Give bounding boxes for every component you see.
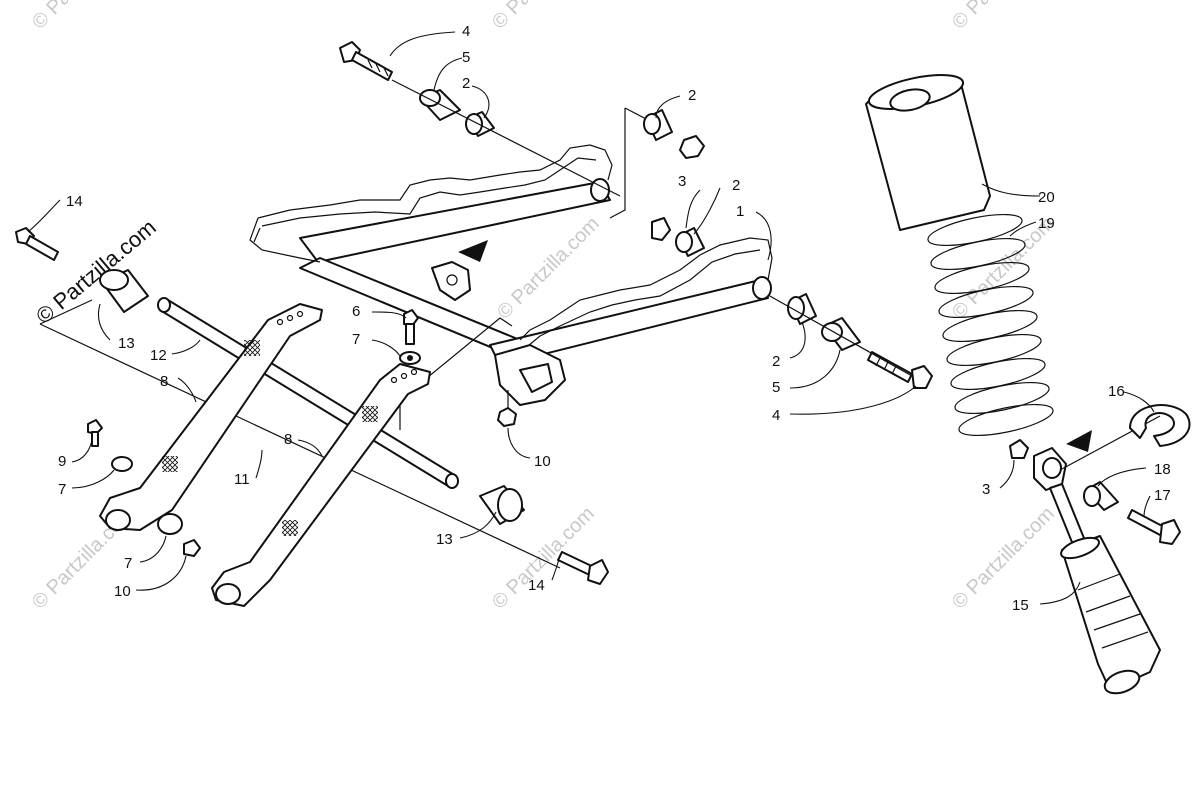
callout-10: 10 [534, 453, 551, 470]
shock-absorber [865, 74, 1191, 695]
callout-numbers: 4 5 2 2 3 2 1 2 5 4 6 7 10 14 13 12 8 8 … [58, 23, 1171, 614]
leader-lines [27, 31, 1155, 605]
a-arm-frame [249, 107, 773, 430]
callout-8: 8 [160, 373, 168, 390]
right-arm-hardware [767, 293, 933, 389]
watermark-text: © Partzilla.com [493, 213, 604, 324]
watermark-text: © Partzilla.com [948, 0, 1059, 34]
callout-15: 15 [1012, 597, 1029, 614]
callout-4: 4 [772, 407, 780, 424]
callout-2: 2 [732, 177, 740, 194]
watermark-text: © Partzilla.com [28, 0, 139, 34]
callout-7: 7 [124, 555, 132, 572]
callout-5: 5 [772, 379, 780, 396]
callout-2: 2 [772, 353, 780, 370]
callout-19: 19 [1038, 215, 1055, 232]
straps [87, 303, 431, 607]
callout-13: 13 [118, 335, 135, 352]
callout-4: 4 [462, 23, 470, 40]
callout-11: 11 [234, 471, 250, 488]
callout-12: 12 [150, 347, 167, 364]
callout-20: 20 [1038, 189, 1055, 206]
callout-2: 2 [462, 75, 470, 92]
callout-14: 14 [528, 577, 545, 594]
callout-14: 14 [66, 193, 83, 210]
upper-right-hardware [643, 109, 705, 257]
callout-13: 13 [436, 531, 453, 548]
callout-5: 5 [462, 49, 470, 66]
callout-18: 18 [1154, 461, 1171, 478]
callout-3: 3 [982, 481, 990, 498]
callout-3: 3 [678, 173, 686, 190]
callout-16: 16 [1108, 383, 1125, 400]
coil-spring [927, 213, 1054, 437]
upper-left-hardware [339, 41, 621, 197]
watermark-text: © Partzilla.com [948, 503, 1059, 614]
center-small-hardware [399, 309, 517, 427]
callout-7: 7 [352, 331, 360, 348]
watermark-text: © Partzilla.com [488, 0, 599, 34]
callout-7: 7 [58, 481, 66, 498]
callout-17: 17 [1154, 487, 1171, 504]
callout-1: 1 [736, 203, 744, 220]
callout-8: 8 [284, 431, 292, 448]
callout-9: 9 [58, 453, 66, 470]
callout-2: 2 [688, 87, 696, 104]
cross-shaft [15, 227, 609, 585]
brand-watermark: © Partzilla.com [31, 214, 161, 328]
callout-10: 10 [114, 583, 131, 600]
callout-6: 6 [352, 303, 360, 320]
